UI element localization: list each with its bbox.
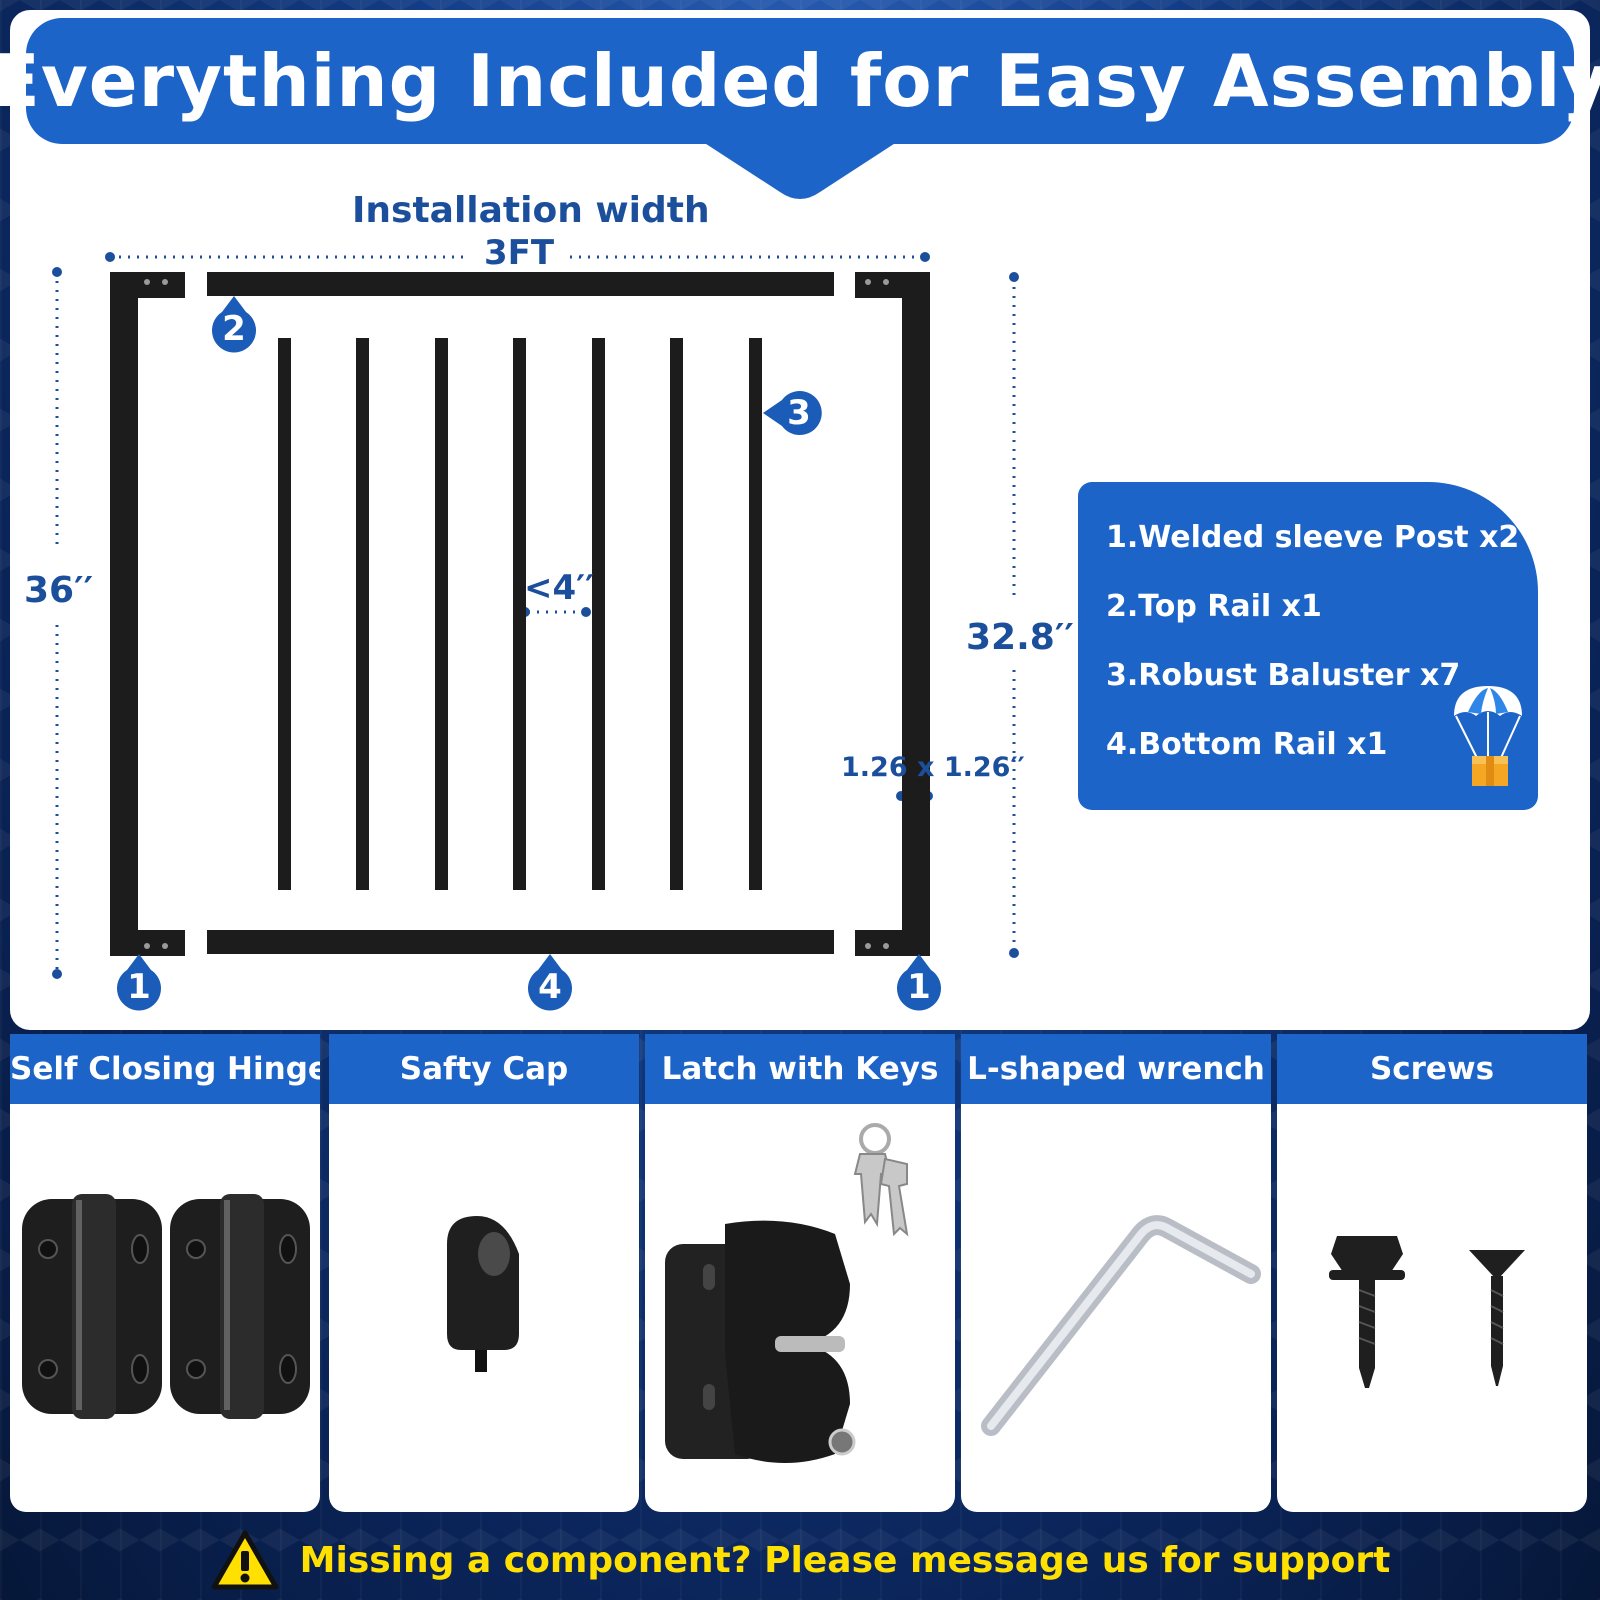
- page-title: Everything Included for Easy Assembly: [0, 39, 1600, 123]
- gap-value: <4′′: [524, 568, 595, 608]
- part-item: 2.Top Rail x1: [1106, 589, 1322, 624]
- hinge-icon: [22, 1194, 310, 1419]
- post-screws: [144, 279, 889, 949]
- title-notch: [700, 140, 900, 199]
- wrench-icon: [981, 1215, 1261, 1436]
- title-banner: Everything Included for Easy Assembly: [0, 18, 1600, 144]
- accessory-label: Latch with Keys: [645, 1034, 955, 1104]
- part-item: 1.Welded sleeve Post x2: [1106, 520, 1520, 555]
- warning-icon: [211, 1530, 279, 1590]
- gate-diagram: [52, 252, 1019, 1011]
- accessory-label: Screws: [1277, 1034, 1587, 1104]
- accessory-card-wrench: L-shaped wrench: [961, 1034, 1271, 1512]
- accessory-label: L-shaped wrench: [961, 1034, 1271, 1104]
- badge-post-right: 1: [907, 967, 931, 1007]
- accessory-label: Safty Cap: [329, 1034, 639, 1104]
- support-footer: Missing a component? Please message us f…: [0, 1520, 1600, 1600]
- badge-post-left: 1: [127, 967, 151, 1007]
- badge-top-rail: 2: [222, 309, 246, 349]
- part-item: 3.Robust Baluster x7: [1106, 658, 1461, 693]
- parts-list-card: 1.Welded sleeve Post x2 2.Top Rail x1 3.…: [1078, 482, 1538, 810]
- accessory-card-latch: Latch with Keys: [645, 1034, 955, 1512]
- accessory-card-hinge: Self Closing Hinge: [10, 1034, 320, 1512]
- screw-icon: [1329, 1236, 1525, 1388]
- badge-bottom-rail: 4: [538, 967, 562, 1007]
- balusters: [278, 338, 762, 890]
- part-item: 4.Bottom Rail x1: [1106, 727, 1388, 762]
- dimension-dots: [52, 252, 1019, 979]
- latch-icon: [665, 1123, 909, 1463]
- support-message: Missing a component? Please message us f…: [299, 1539, 1391, 1581]
- accessory-card-cap: Safty Cap: [329, 1034, 639, 1512]
- accessory-card-screws: Screws: [1277, 1034, 1587, 1512]
- width-value: 3FT: [484, 233, 555, 273]
- top-rail: [207, 272, 834, 296]
- posts: [110, 272, 930, 956]
- badge-shapes: [117, 296, 941, 1011]
- bottom-rail: [207, 930, 834, 954]
- installation-width-label: Installation width: [352, 190, 710, 231]
- parts-list: 1.Welded sleeve Post x2 2.Top Rail x1 3.…: [1106, 520, 1519, 796]
- height-total-value: 36′′: [24, 570, 94, 611]
- post-size-value: 1.26 x 1.26′′: [841, 752, 1025, 783]
- cap-icon: [447, 1216, 519, 1372]
- parachute-box-icon: [1454, 686, 1522, 786]
- accessory-label: Self Closing Hinge: [10, 1034, 320, 1104]
- height-inner-value: 32.8′′: [966, 617, 1074, 658]
- badge-baluster: 3: [787, 393, 811, 433]
- dimension-lines: [55, 255, 1016, 972]
